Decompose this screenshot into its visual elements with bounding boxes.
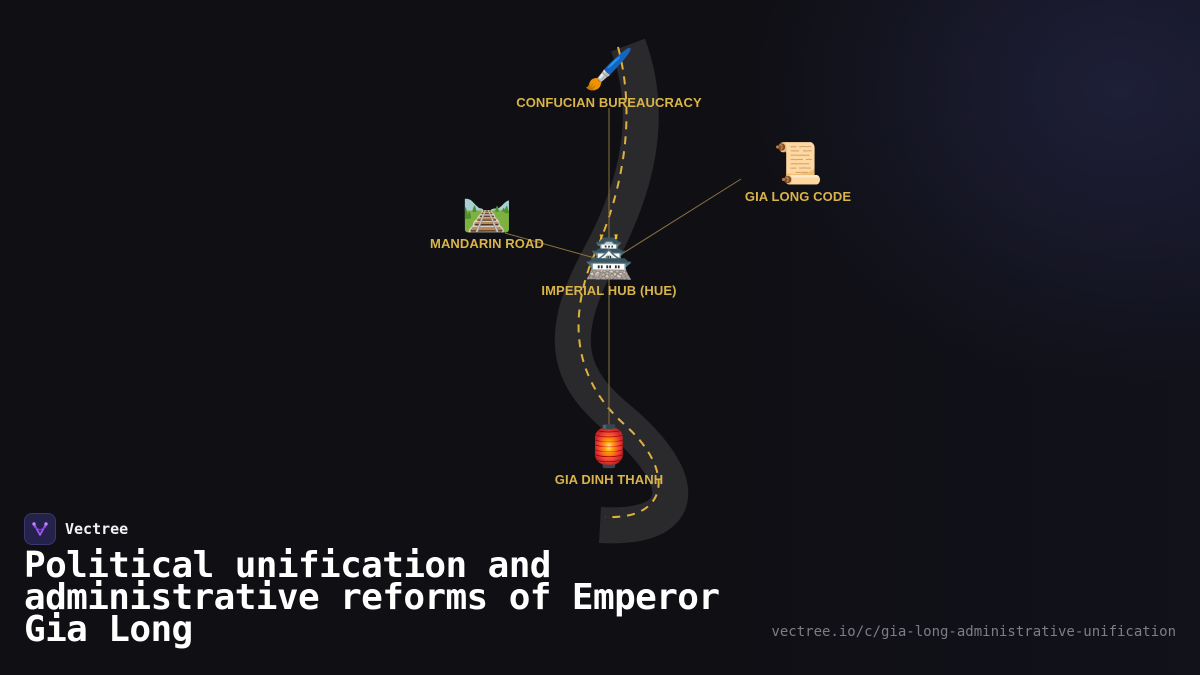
winding-road bbox=[554, 38, 689, 544]
node-label: GIA LONG CODE bbox=[744, 189, 852, 204]
castle-icon: 🏯 bbox=[584, 235, 634, 281]
page-title: Political unification and administrative… bbox=[24, 545, 720, 650]
railway-track-icon: 🛤️ bbox=[462, 188, 512, 234]
road-center-dashes bbox=[577, 46, 660, 519]
node-gia-dinh-thanh[interactable]: 🏮 GIA DINH THANH bbox=[489, 424, 729, 487]
node-imperial-hub[interactable]: 🏯 IMPERIAL HUB (HUE) bbox=[489, 235, 729, 298]
paintbrush-icon: 🖌️ bbox=[584, 47, 634, 93]
node-label: MANDARIN ROAD bbox=[430, 236, 544, 251]
node-confucian-bureaucracy[interactable]: 🖌️ CONFUCIAN BUREAUCRACY bbox=[489, 47, 729, 110]
brand-name: Vectree bbox=[65, 520, 129, 538]
brand[interactable]: Vectree bbox=[24, 512, 128, 546]
node-label: IMPERIAL HUB (HUE) bbox=[541, 283, 677, 298]
node-label: GIA DINH THANH bbox=[554, 472, 664, 487]
page-url[interactable]: vectree.io/c/gia-long-administrative-uni… bbox=[771, 624, 1176, 640]
connector-lines bbox=[504, 108, 742, 430]
connector-hub-road bbox=[504, 232, 610, 263]
node-mandarin-road[interactable]: 🛤️ MANDARIN ROAD bbox=[367, 188, 607, 251]
node-label: CONFUCIAN BUREAUCRACY bbox=[516, 95, 702, 110]
node-gia-long-code[interactable]: 📜 GIA LONG CODE bbox=[678, 141, 918, 204]
scroll-icon: 📜 bbox=[773, 141, 823, 187]
lantern-icon: 🏮 bbox=[584, 424, 634, 470]
vectree-logo-icon bbox=[24, 513, 56, 545]
connector-hub-code bbox=[608, 178, 742, 263]
